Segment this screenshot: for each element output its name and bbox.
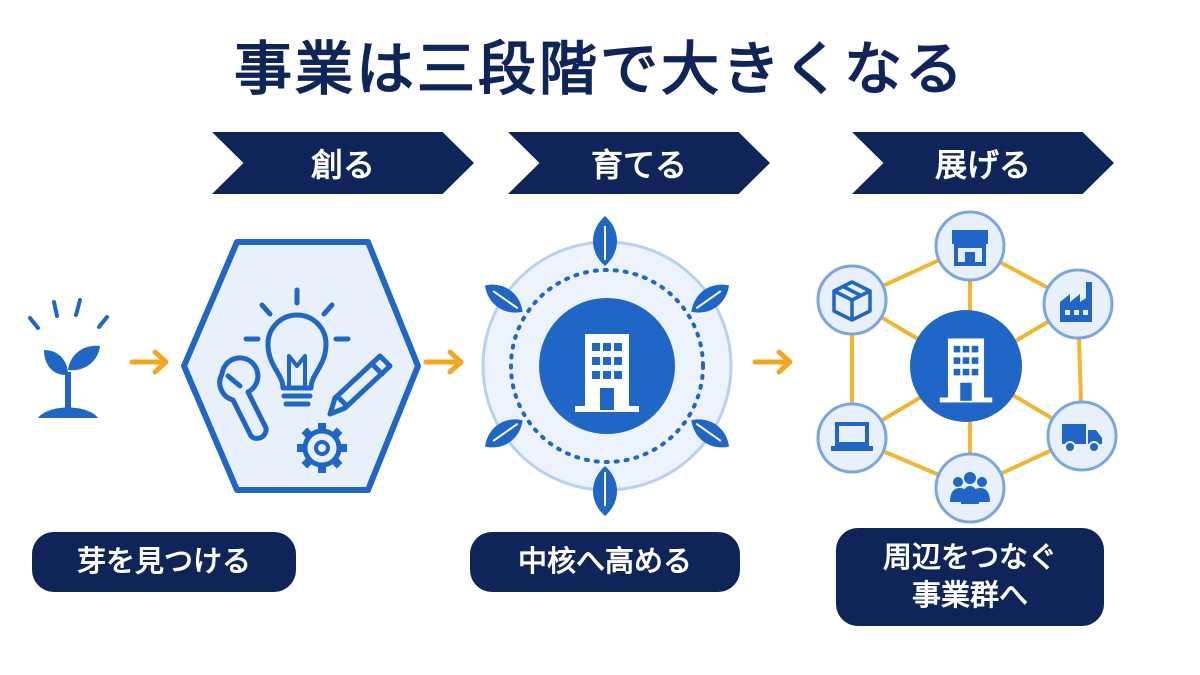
arrow-right-icon <box>423 349 464 375</box>
factory-node <box>1042 268 1114 340</box>
store-icon <box>952 230 988 266</box>
stage-banner-expand: 展げる <box>852 132 1114 194</box>
box-node <box>816 264 888 336</box>
gear-icon <box>297 423 347 473</box>
caption-stage3: 周辺をつなぐ 事業群へ <box>836 528 1104 626</box>
leaf-icon <box>593 466 617 516</box>
leaf-icon <box>691 284 730 313</box>
page-title: 事業は三段階で大きくなる <box>233 35 966 103</box>
truck-node <box>1046 400 1118 472</box>
arrow-right-icon <box>129 349 169 375</box>
building-icon <box>939 338 993 403</box>
caption-stage1: 芽を見つける <box>32 532 296 592</box>
truck-icon <box>1062 424 1102 453</box>
leaf-icon <box>484 284 523 313</box>
people-node <box>934 452 1006 524</box>
laptop-icon <box>831 422 873 451</box>
people-icon <box>950 472 990 504</box>
leaf-icon <box>484 419 523 448</box>
store-node <box>934 210 1006 282</box>
wrench-icon <box>217 355 269 441</box>
box-icon <box>832 280 872 322</box>
arrow-right-icon <box>752 349 793 375</box>
hub-building-node <box>910 310 1022 422</box>
stage-banner-grow: 育てる <box>508 132 770 194</box>
lightbulb-icon <box>243 287 351 407</box>
stage-banner-create: 創る <box>212 132 474 194</box>
caption-stage3-line1: 周辺をつなぐ <box>882 540 1057 575</box>
sprout-icon <box>28 298 109 418</box>
building-icon <box>575 334 639 412</box>
factory-icon <box>1060 282 1092 322</box>
caption-stage2: 中核へ高める <box>470 532 740 592</box>
pencil-icon <box>327 353 393 417</box>
leaf-icon <box>593 216 617 266</box>
leaf-icon <box>691 419 730 448</box>
caption-stage3-line2: 事業群へ <box>911 578 1028 612</box>
idea-hexagon <box>181 239 421 493</box>
laptop-node <box>816 402 888 474</box>
